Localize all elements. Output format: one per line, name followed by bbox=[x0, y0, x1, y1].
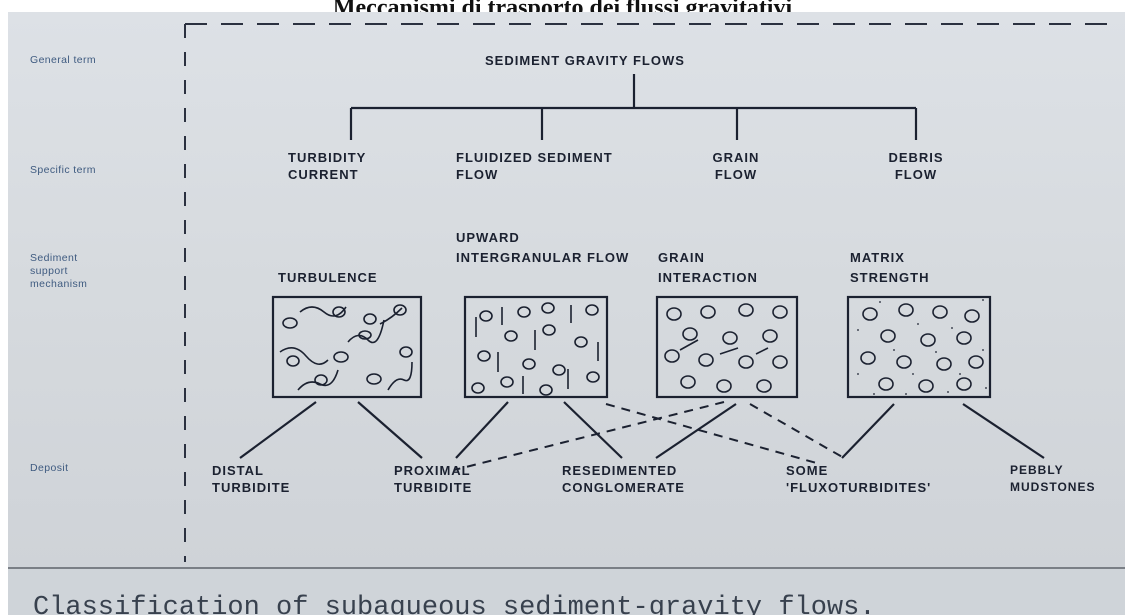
row-label-deposit: Deposit bbox=[30, 462, 68, 475]
mechanism-turbulence: TURBULENCE bbox=[278, 269, 378, 286]
row-label-mechanism: Sediment support mechanism bbox=[30, 252, 102, 291]
matrix-strength-box bbox=[848, 297, 990, 397]
mechanism-grain-interaction: GRAIN INTERACTION bbox=[658, 248, 788, 288]
specific-term-debris: DEBRIS FLOW bbox=[886, 149, 946, 183]
dashed-deposit-connectors bbox=[454, 402, 844, 470]
matrix-strength-pattern bbox=[861, 304, 983, 392]
row-label-specific: Specific term bbox=[30, 164, 96, 177]
specific-term-grain: GRAIN FLOW bbox=[706, 149, 766, 183]
upward-flow-pattern bbox=[472, 303, 599, 395]
deposit-connectors bbox=[240, 402, 1044, 458]
turbulence-pattern bbox=[280, 305, 412, 390]
figure-caption: Classification of subaqueous sediment-gr… bbox=[33, 593, 876, 615]
deposit-resedimented-conglomerate: RESEDIMENTED CONGLOMERATE bbox=[562, 462, 742, 496]
general-term-label: SEDIMENT GRAVITY FLOWS bbox=[485, 52, 685, 69]
mechanism-upward-flow: UPWARD INTERGRANULAR FLOW bbox=[456, 228, 646, 268]
diagram-slide: General term Specific term Sediment supp… bbox=[8, 12, 1125, 567]
deposit-pebbly-mudstones: PEBBLY MUDSTONES bbox=[1010, 462, 1122, 496]
caption-strip: Classification of subaqueous sediment-gr… bbox=[8, 567, 1125, 615]
deposit-proximal-turbidite: PROXIMAL TURBIDITE bbox=[394, 462, 494, 496]
grain-interaction-box bbox=[657, 297, 797, 397]
grain-interaction-pattern bbox=[665, 304, 787, 392]
row-label-general: General term bbox=[30, 54, 96, 67]
mechanism-matrix-strength: MATRIX STRENGTH bbox=[850, 248, 960, 288]
specific-term-fluidized: FLUIDIZED SEDIMENT FLOW bbox=[456, 149, 646, 183]
deposit-distal-turbidite: DISTAL TURBIDITE bbox=[212, 462, 322, 496]
specific-term-turbidity: TURBIDITY CURRENT bbox=[288, 149, 398, 183]
tree-connectors bbox=[351, 74, 916, 140]
deposit-fluxoturbidites: SOME 'FLUXOTURBIDITES' bbox=[786, 462, 966, 496]
